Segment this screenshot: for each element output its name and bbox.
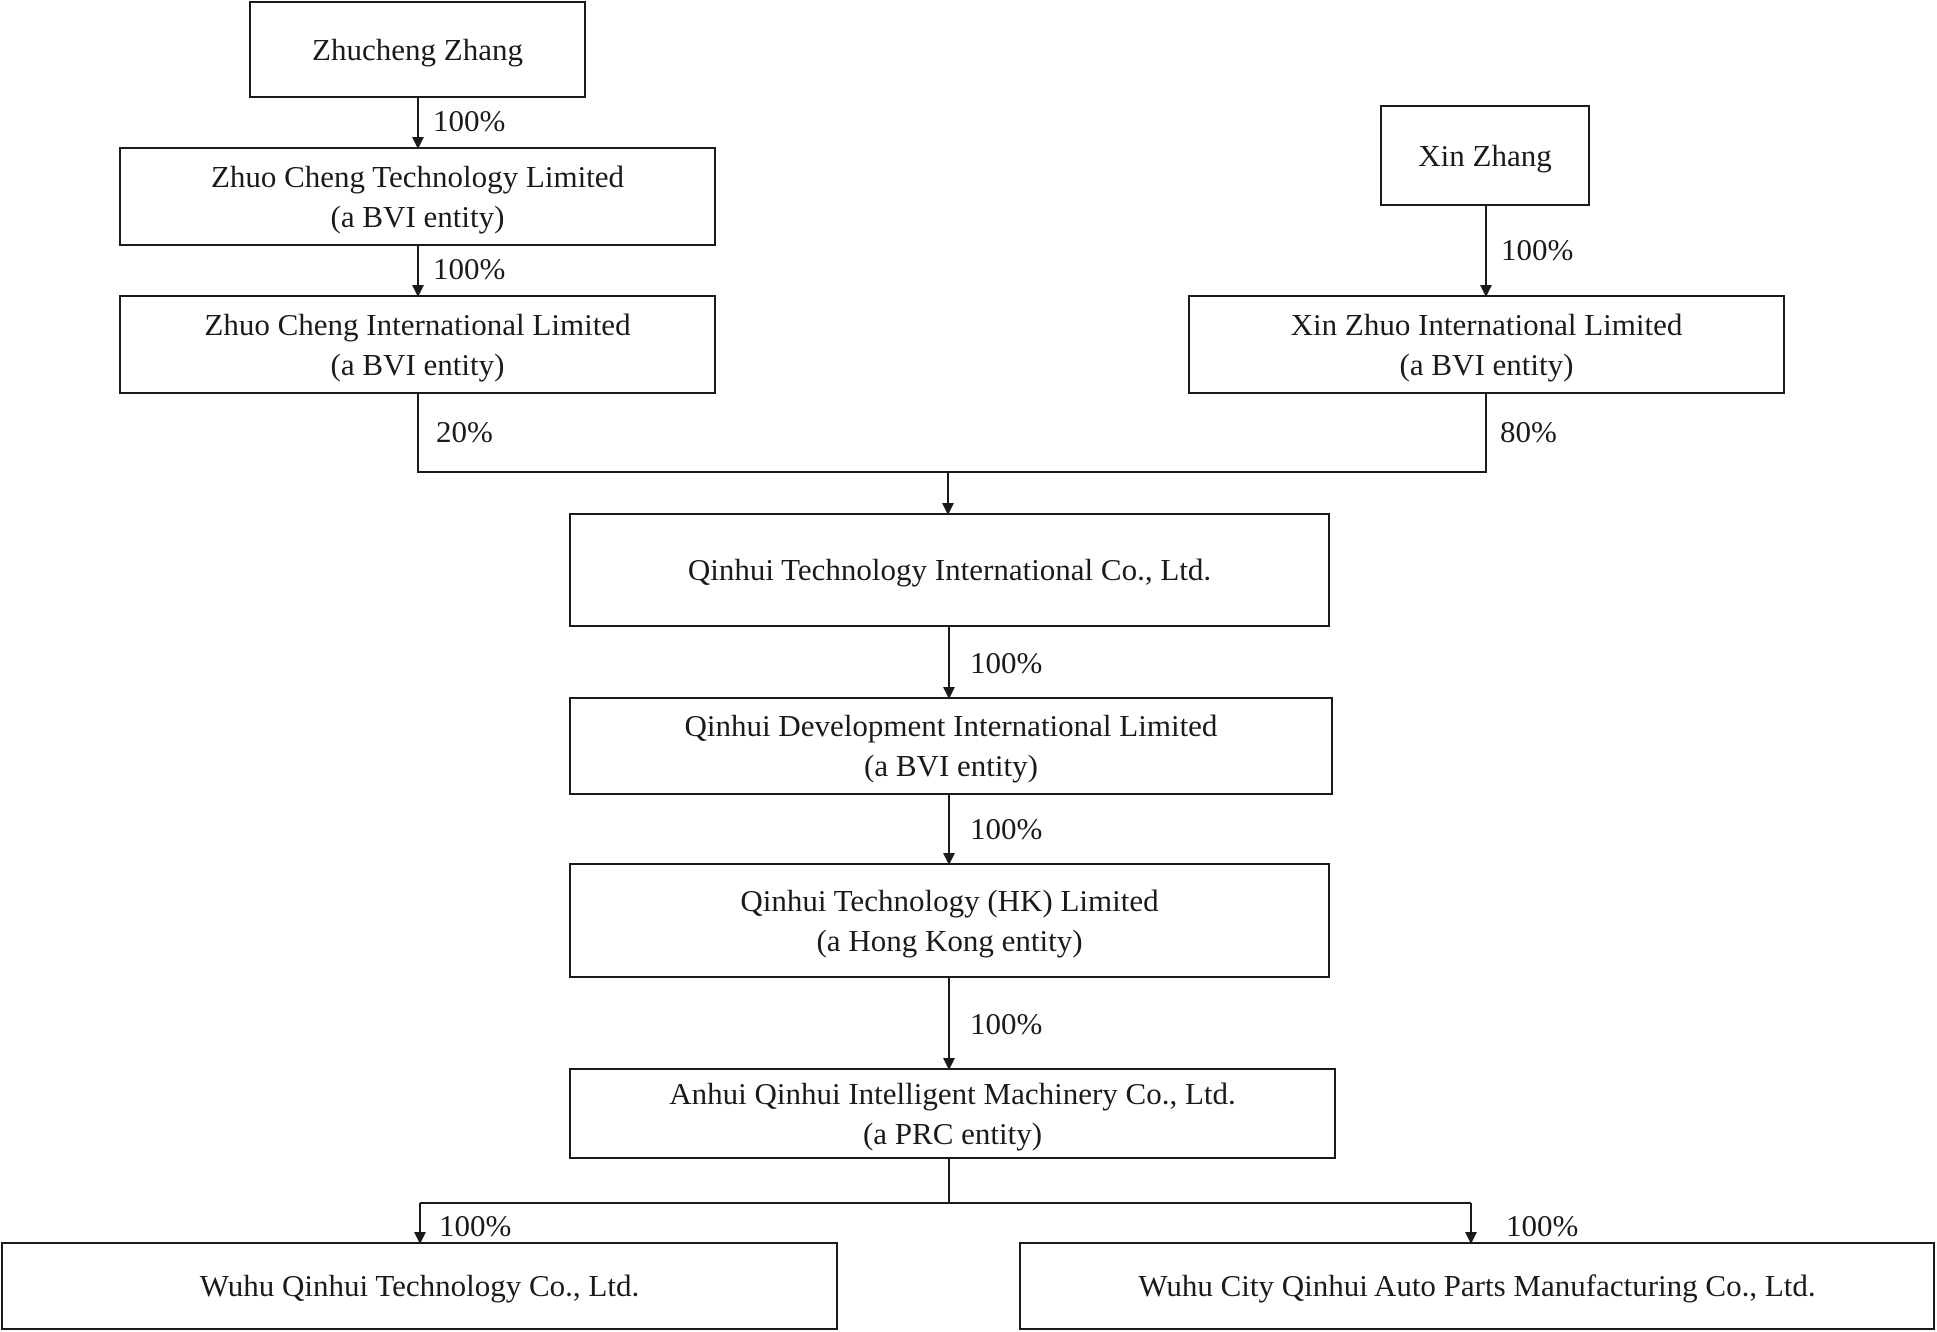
ownership-label: 100%: [1506, 1208, 1579, 1243]
entity-name: Qinhui Technology International Co., Ltd…: [687, 552, 1212, 587]
ownership-label: 100%: [433, 251, 506, 286]
entity-box-qinhui-technology-hk: Qinhui Technology (HK) Limited (a Hong K…: [569, 863, 1330, 978]
entity-type: (a Hong Kong entity): [816, 922, 1083, 958]
entity-type: (a BVI entity): [330, 346, 505, 382]
entity-type: (a BVI entity): [330, 198, 505, 234]
entity-name: Anhui Qinhui Intelligent Machinery Co., …: [669, 1075, 1236, 1111]
connector-zhuo-cheng-international-merge: [417, 394, 948, 473]
entity-box-wuhu-qinhui-technology: Wuhu Qinhui Technology Co., Ltd.: [1, 1242, 838, 1330]
entity-box-zhuo-cheng-technology: Zhuo Cheng Technology Limited (a BVI ent…: [119, 147, 716, 246]
entity-box-qinhui-technology-international: Qinhui Technology International Co., Ltd…: [569, 513, 1330, 627]
connector-xin-zhuo-international-merge: [948, 394, 1487, 473]
entity-name: Qinhui Technology (HK) Limited: [740, 882, 1159, 918]
entity-box-zhuo-cheng-international: Zhuo Cheng International Limited (a BVI …: [119, 295, 716, 394]
entity-type: (a BVI entity): [864, 748, 1038, 783]
entity-box-xin-zhang: Xin Zhang: [1380, 105, 1590, 206]
entity-name: Zhuo Cheng International Limited: [204, 306, 631, 342]
entity-box-xin-zhuo-international: Xin Zhuo International Limited (a BVI en…: [1188, 295, 1785, 394]
ownership-label: 100%: [970, 811, 1043, 846]
entity-type: (a BVI entity): [1399, 346, 1574, 382]
entity-box-wuhu-city-qinhui-auto-parts: Wuhu City Qinhui Auto Parts Manufacturin…: [1019, 1242, 1935, 1330]
entity-name: Xin Zhuo International Limited: [1290, 306, 1683, 342]
entity-name: Wuhu Qinhui Technology Co., Ltd.: [199, 1268, 640, 1303]
entity-name: Wuhu City Qinhui Auto Parts Manufacturin…: [1138, 1268, 1816, 1303]
ownership-label: 80%: [1500, 414, 1557, 449]
entity-box-qinhui-development-international: Qinhui Development International Limited…: [569, 697, 1333, 795]
entity-name: Qinhui Development International Limited: [684, 708, 1218, 743]
entity-name: Xin Zhang: [1418, 137, 1552, 173]
ownership-label: 100%: [439, 1208, 512, 1243]
ownership-label: 100%: [970, 645, 1043, 680]
entity-box-zhucheng-zhang: Zhucheng Zhang: [249, 1, 586, 98]
ownership-label: 20%: [436, 414, 493, 449]
ownership-label: 100%: [433, 103, 506, 138]
entity-name: Zhuo Cheng Technology Limited: [210, 158, 625, 194]
entity-name: Zhucheng Zhang: [312, 31, 523, 67]
entity-type: (a PRC entity): [862, 1115, 1043, 1151]
entity-box-anhui-qinhui: Anhui Qinhui Intelligent Machinery Co., …: [569, 1068, 1336, 1159]
ownership-label: 100%: [970, 1006, 1043, 1041]
ownership-label: 100%: [1501, 232, 1574, 267]
